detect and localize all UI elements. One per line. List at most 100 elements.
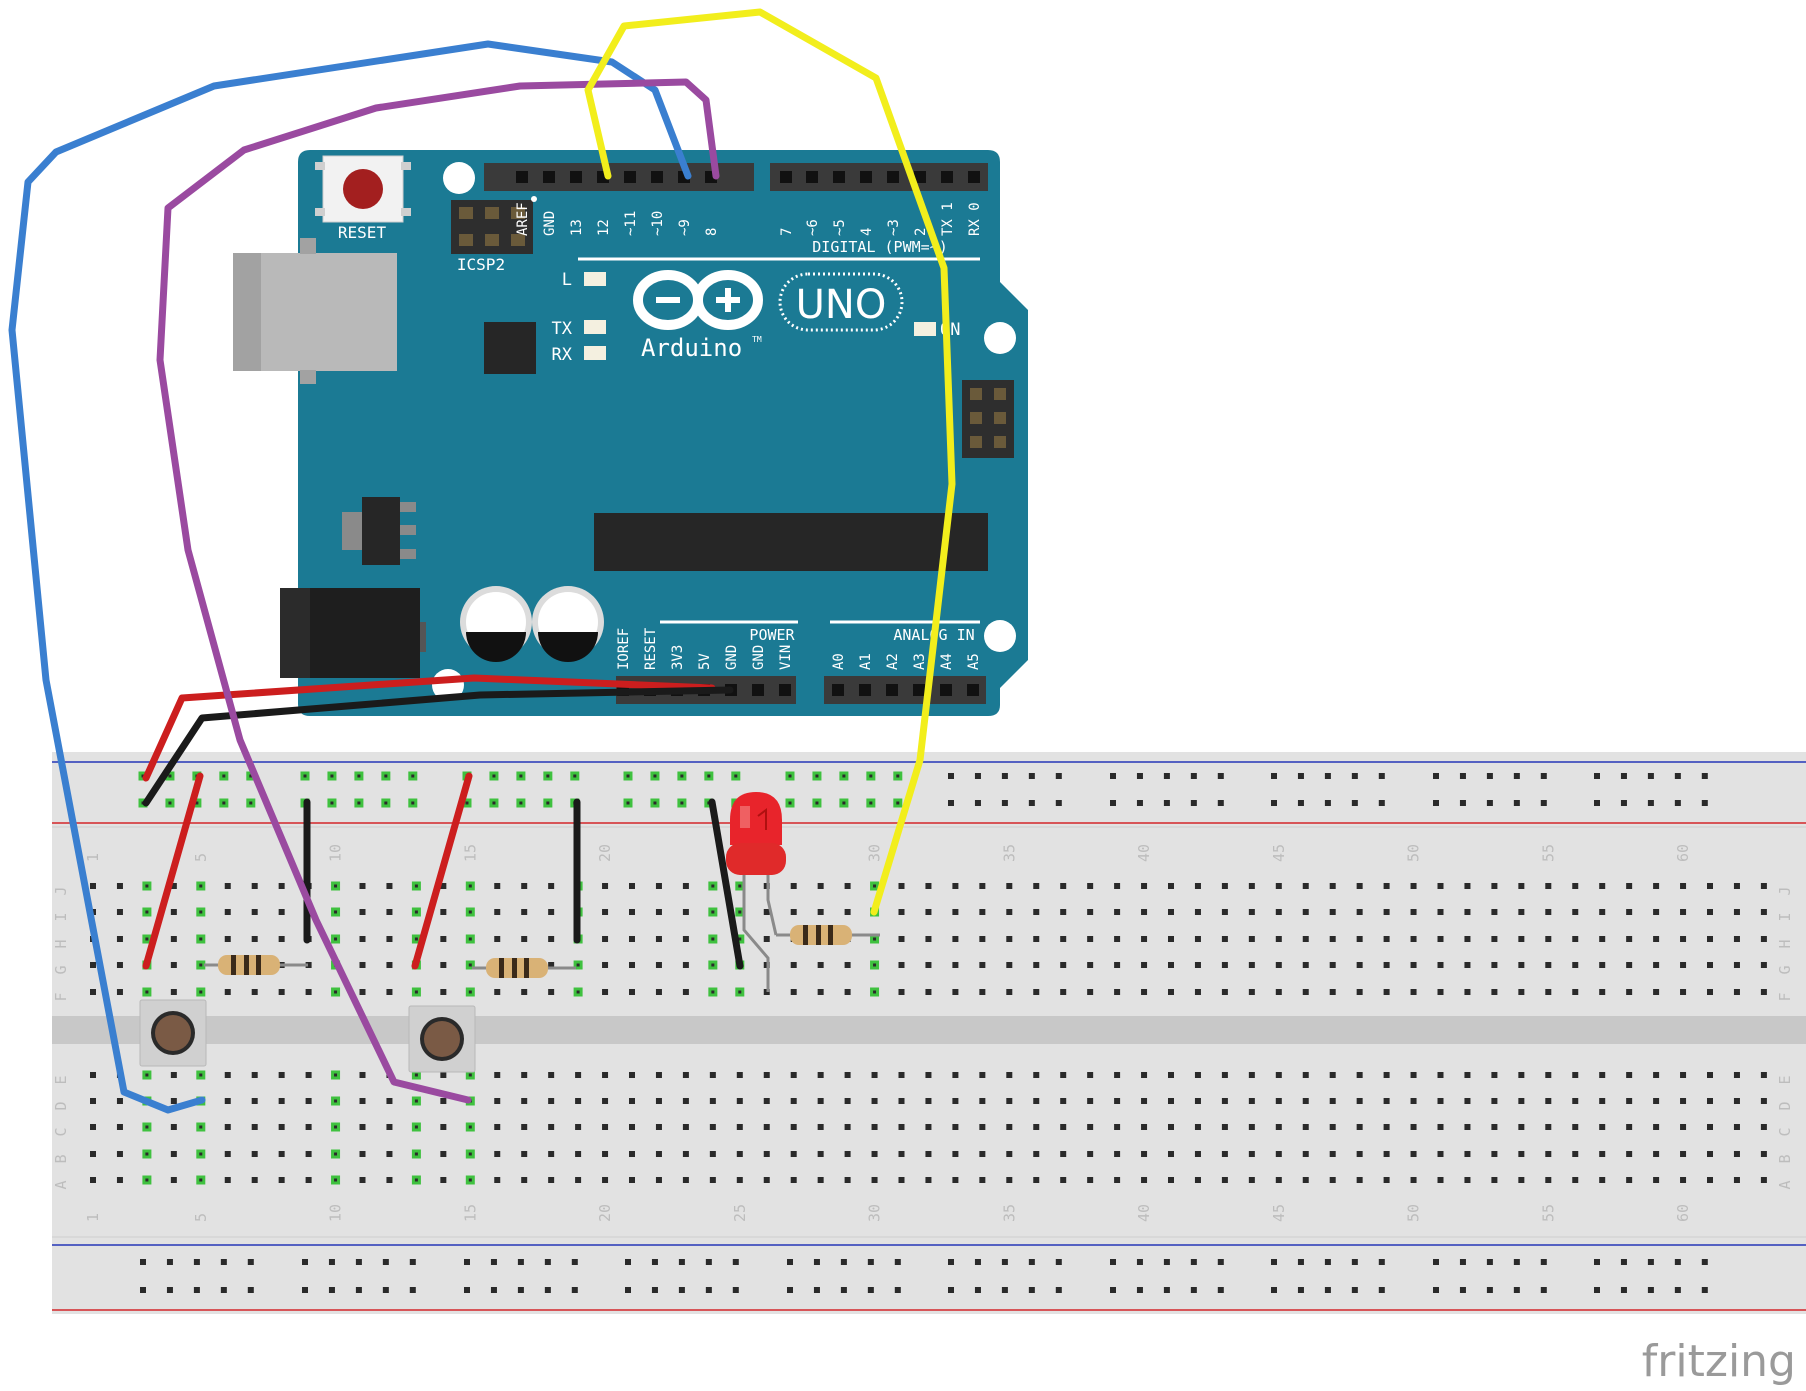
breadboard-hole[interactable] (871, 1177, 878, 1183)
breadboard-hole[interactable] (1194, 989, 1201, 995)
breadboard-hole[interactable] (1275, 883, 1282, 889)
breadboard-hole[interactable] (708, 934, 718, 944)
breadboard-hole[interactable] (1302, 883, 1309, 889)
breadboard-hole[interactable] (1491, 1124, 1498, 1130)
breadboard-hole[interactable] (1572, 962, 1579, 968)
breadboard-hole[interactable] (1194, 1177, 1201, 1183)
breadboard-hole[interactable] (602, 1098, 609, 1104)
breadboard-hole[interactable] (494, 989, 501, 995)
breadboard-hole[interactable] (1141, 1072, 1148, 1078)
breadboard-hole[interactable] (682, 883, 689, 889)
breadboard-hole[interactable] (1572, 1124, 1579, 1130)
breadboard-hole[interactable] (1141, 883, 1148, 889)
breadboard-hole[interactable] (355, 1287, 362, 1293)
breadboard-hole[interactable] (1028, 800, 1035, 806)
breadboard-hole[interactable] (1060, 936, 1067, 942)
breadboard-hole[interactable] (1221, 1124, 1228, 1130)
breadboard-hole[interactable] (521, 1098, 528, 1104)
breadboard-hole[interactable] (1518, 883, 1525, 889)
breadboard-hole[interactable] (1271, 1287, 1277, 1293)
breadboard-hole[interactable] (651, 1259, 658, 1265)
breadboard-hole[interactable] (1459, 773, 1466, 779)
breadboard-hole[interactable] (790, 883, 797, 889)
breadboard-hole[interactable] (623, 771, 633, 781)
breadboard-hole[interactable] (1114, 1072, 1121, 1078)
breadboard-hole[interactable] (1464, 1151, 1471, 1157)
breadboard-hole[interactable] (952, 989, 959, 995)
breadboard-hole[interactable] (1221, 936, 1228, 942)
breadboard-hole[interactable] (440, 1072, 447, 1078)
breadboard-hole[interactable] (1194, 1072, 1201, 1078)
breadboard-hole[interactable] (1351, 773, 1358, 779)
breadboard-hole[interactable] (1060, 989, 1067, 995)
breadboard-hole[interactable] (140, 1259, 146, 1265)
breadboard-hole[interactable] (629, 936, 635, 942)
breadboard-hole[interactable] (305, 1151, 312, 1157)
breadboard-hole[interactable] (1486, 773, 1493, 779)
breadboard-hole[interactable] (411, 1149, 421, 1159)
breadboard-hole[interactable] (1599, 909, 1606, 915)
breadboard-hole[interactable] (678, 1259, 685, 1265)
breadboard-hole[interactable] (224, 1151, 231, 1157)
breadboard-hole[interactable] (979, 883, 986, 889)
breadboard-hole[interactable] (411, 1175, 421, 1185)
header-pin-hole[interactable] (624, 171, 636, 183)
header-pin-hole[interactable] (833, 171, 845, 183)
breadboard-hole[interactable] (866, 798, 876, 808)
breadboard-hole[interactable] (1680, 1177, 1687, 1183)
breadboard-hole[interactable] (494, 1151, 501, 1157)
breadboard-hole[interactable] (785, 798, 795, 808)
breadboard-hole[interactable] (602, 883, 609, 889)
breadboard-hole[interactable] (1194, 1151, 1201, 1157)
breadboard-hole[interactable] (790, 1124, 797, 1130)
breadboard-hole[interactable] (142, 881, 152, 891)
breadboard-hole[interactable] (1168, 1072, 1174, 1078)
breadboard-hole[interactable] (1599, 989, 1606, 995)
header-pin-hole[interactable] (779, 684, 791, 696)
breadboard-hole[interactable] (1545, 1098, 1552, 1104)
breadboard-hole[interactable] (465, 907, 475, 917)
breadboard-hole[interactable] (979, 1151, 986, 1157)
breadboard-hole[interactable] (411, 1122, 421, 1132)
breadboard-hole[interactable] (1302, 1151, 1309, 1157)
breadboard-hole[interactable] (1680, 936, 1687, 942)
breadboard-hole[interactable] (251, 1177, 258, 1183)
breadboard-hole[interactable] (655, 936, 662, 942)
breadboard-hole[interactable] (1707, 936, 1713, 942)
breadboard-hole[interactable] (1356, 909, 1363, 915)
breadboard-hole[interactable] (948, 800, 954, 806)
breadboard-hole[interactable] (465, 960, 475, 970)
breadboard-hole[interactable] (655, 883, 662, 889)
breadboard-hole[interactable] (925, 936, 932, 942)
breadboard-hole[interactable] (1114, 909, 1121, 915)
breadboard-hole[interactable] (1194, 936, 1201, 942)
breadboard-hole[interactable] (575, 1072, 582, 1078)
breadboard-hole[interactable] (224, 909, 231, 915)
breadboard-hole[interactable] (1006, 1072, 1013, 1078)
breadboard-hole[interactable] (952, 1072, 959, 1078)
breadboard-hole[interactable] (1141, 1124, 1148, 1130)
breadboard-hole[interactable] (1110, 1287, 1116, 1293)
breadboard-hole[interactable] (840, 1259, 847, 1265)
breadboard-hole[interactable] (386, 1124, 393, 1130)
breadboard-hole[interactable] (1221, 909, 1228, 915)
breadboard-hole[interactable] (1378, 1287, 1385, 1293)
breadboard-hole[interactable] (359, 1098, 366, 1104)
breadboard-hole[interactable] (1033, 883, 1040, 889)
breadboard-hole[interactable] (1114, 1098, 1121, 1104)
breadboard-hole[interactable] (142, 1070, 152, 1080)
breadboard-hole[interactable] (465, 1070, 475, 1080)
breadboard-hole[interactable] (251, 1098, 258, 1104)
breadboard-hole[interactable] (386, 989, 393, 995)
breadboard-hole[interactable] (331, 987, 341, 997)
breadboard-hole[interactable] (548, 1151, 555, 1157)
breadboard-hole[interactable] (1491, 1098, 1498, 1104)
breadboard-hole[interactable] (1674, 800, 1681, 806)
breadboard-hole[interactable] (494, 883, 501, 889)
breadboard-hole[interactable] (678, 1287, 685, 1293)
breadboard-hole[interactable] (790, 1177, 797, 1183)
breadboard-hole[interactable] (196, 1070, 206, 1080)
breadboard-hole[interactable] (1410, 989, 1417, 995)
breadboard-hole[interactable] (1006, 1177, 1013, 1183)
breadboard-hole[interactable] (1324, 800, 1331, 806)
